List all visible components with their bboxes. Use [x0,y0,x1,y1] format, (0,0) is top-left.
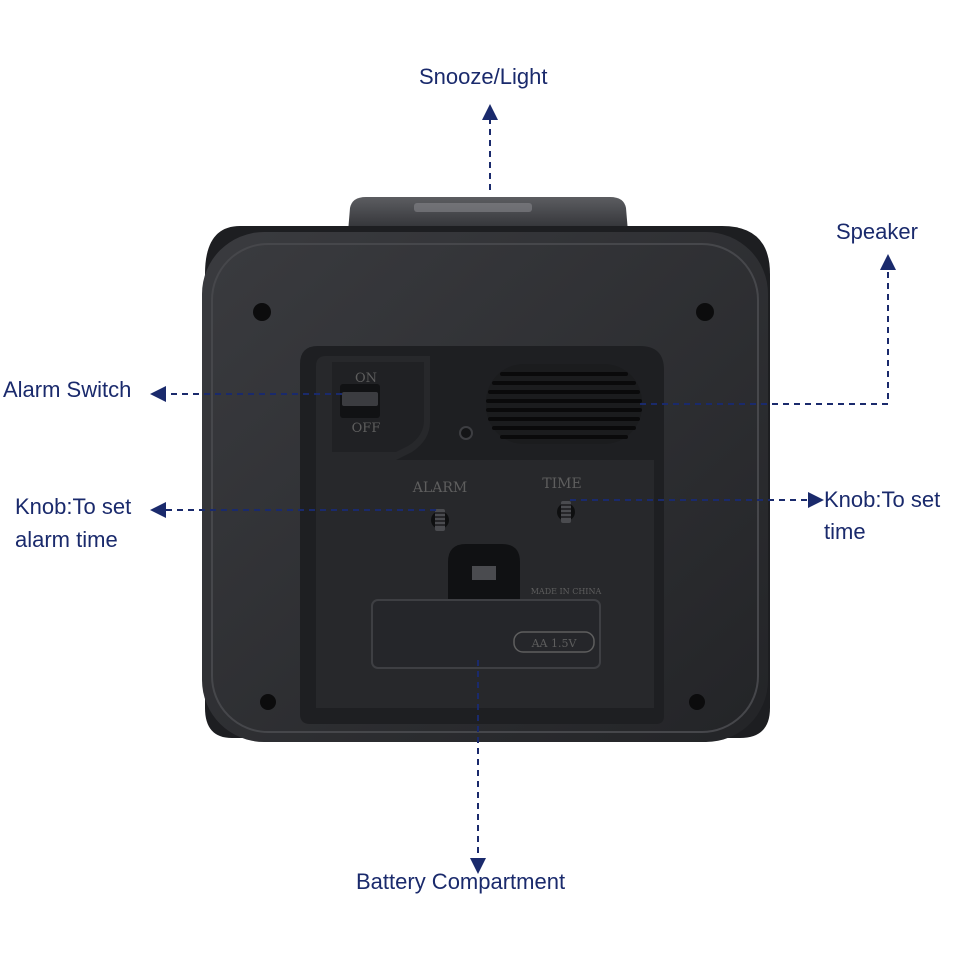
led-indicator [459,426,473,440]
battery-cover[interactable]: MADE IN CHINA AA 1.5V [371,587,602,669]
screw-hole [260,694,276,710]
screw-hole [696,303,714,321]
callout-alarm-knob-line2: alarm time [15,527,118,552]
screw-holes [253,303,714,710]
leader-speaker [640,254,896,405]
hanging-notch [448,544,520,608]
screw-hole [689,694,705,710]
snooze-light-button[interactable] [348,197,628,232]
knob-alarm-label: ALARM [412,480,467,496]
switch-off-label: OFF [352,421,381,436]
speaker-grille [486,364,642,444]
callout-time-knob-line1: Knob:To set [824,487,941,512]
time-knob[interactable] [557,501,575,523]
alarm-switch[interactable]: ON OFF [340,371,380,436]
callout-alarm-knob-line1: Knob:To set [15,494,132,519]
battery-spec-label: AA 1.5V [531,637,578,650]
screw-hole [253,303,271,321]
knob-time-label: TIME [542,476,581,492]
callout-snooze-light: Snooze/Light [419,64,548,89]
callout-battery: Battery Compartment [356,869,566,894]
alarm-time-knob[interactable] [431,509,449,531]
callout-alarm-switch: Alarm Switch [3,377,132,402]
leader-lines [150,104,896,874]
callout-speaker: Speaker [836,219,918,244]
callout-time-knob-line2: time [824,519,866,544]
switch-on-label: ON [355,371,377,386]
origin-label: MADE IN CHINA [531,587,602,596]
